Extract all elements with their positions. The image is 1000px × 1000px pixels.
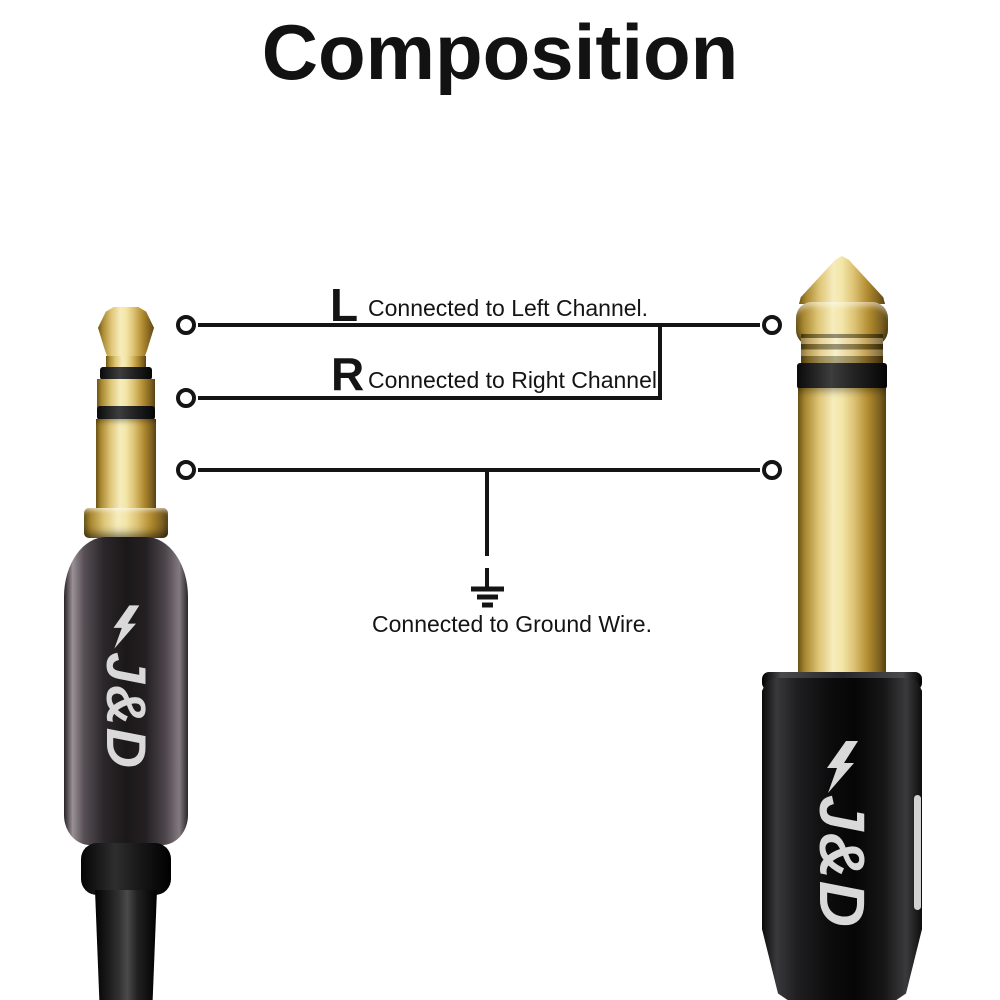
- jd-logo: J&D: [806, 740, 878, 930]
- node-left-tip: [176, 315, 196, 335]
- trs-collar: [84, 508, 168, 538]
- trs-tip-neck: [106, 356, 146, 369]
- ground-text: Connected to Ground Wire.: [372, 611, 652, 637]
- cable: [95, 890, 157, 1000]
- node-left-ring: [176, 388, 196, 408]
- trs-plug-body: J&D: [64, 537, 188, 845]
- trs-sleeve: [96, 419, 156, 509]
- ts-insulator-ring: [797, 363, 887, 389]
- strain-relief: [81, 843, 171, 895]
- ts-tip-grooves: [801, 334, 883, 364]
- node-left-sleeve: [176, 460, 196, 480]
- node-right-sleeve: [762, 460, 782, 480]
- left-channel-letter: L: [330, 279, 359, 331]
- page-title: Composition: [261, 8, 739, 96]
- trs-ring-contact: [97, 379, 155, 408]
- trs-insulator-ring-1: [100, 367, 152, 380]
- trs-insulator-ring-2: [97, 406, 155, 420]
- lightning-bolt-icon: [113, 605, 140, 649]
- jd-logo: J&D: [95, 605, 158, 771]
- lightning-bolt-icon: [827, 740, 858, 793]
- trs-tip: [98, 307, 154, 359]
- right-channel-text: Connected to Right Channel.: [368, 367, 664, 393]
- jd-logo-text: J&D: [95, 651, 158, 771]
- right-channel-letter: R: [331, 348, 365, 400]
- ts-tip-cone: [799, 256, 885, 304]
- ts-sleeve: [798, 388, 886, 674]
- node-right-tip: [762, 315, 782, 335]
- jd-logo-text: J&D: [806, 794, 878, 930]
- left-channel-text: Connected to Left Channel.: [368, 295, 649, 321]
- body-highlight: [914, 795, 921, 910]
- ts-plug-body: J&D: [762, 678, 922, 1000]
